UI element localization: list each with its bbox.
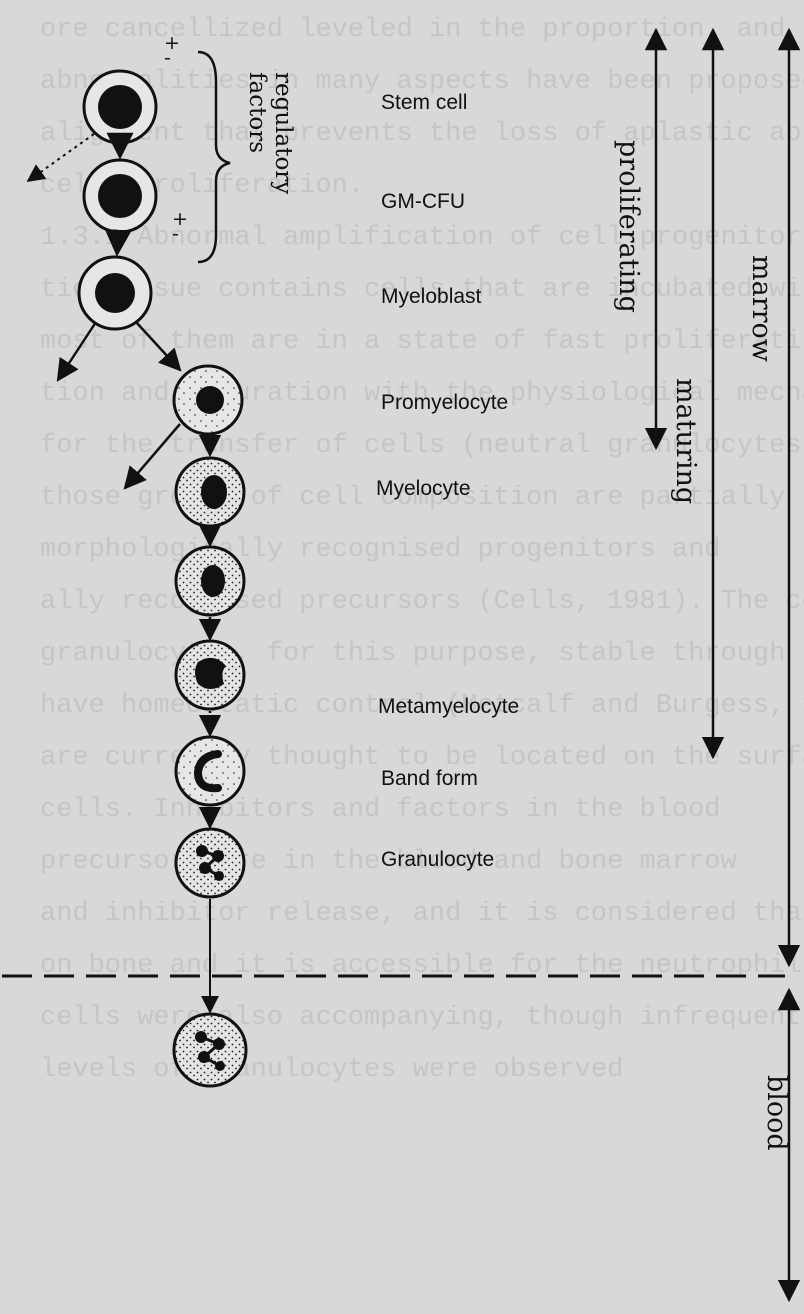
band-form-cell <box>176 737 244 805</box>
stage-label-granulocyte: Granulocyte <box>381 848 494 872</box>
blood-granulocyte-cell <box>174 1014 246 1086</box>
marrow-label: marrow <box>746 255 777 362</box>
plus-minus-top: + - <box>164 36 180 66</box>
metamyelocyte-cell <box>176 641 244 709</box>
stage-label-promyelocyte: Promyelocyte <box>381 391 508 415</box>
blood-label: blood <box>761 1075 792 1151</box>
plus-minus-bottom: + - <box>172 212 188 242</box>
stage-label-myeloblast: Myeloblast <box>381 285 481 309</box>
myeloblast-cell <box>79 257 151 329</box>
stage-label-stem-cell: Stem cell <box>381 91 467 115</box>
stem-cell <box>84 71 156 143</box>
gm-cfu-cell <box>84 160 156 232</box>
regulatory-brace <box>198 52 230 262</box>
myelocyte-late-cell <box>176 547 244 615</box>
proliferating-label: proliferating <box>613 140 644 313</box>
maturing-label: maturing <box>670 378 701 504</box>
granulocyte-cell <box>176 829 244 897</box>
regulatory-factors-label: regulatory factors <box>244 72 296 194</box>
stage-label-myelocyte: Myelocyte <box>376 477 471 501</box>
myelocyte-cell <box>176 458 244 526</box>
stage-label-gm-cfu: GM-CFU <box>381 190 465 214</box>
promyelocyte-cell <box>174 366 242 434</box>
stage-label-metamyelocyte: Metamyelocyte <box>378 695 519 719</box>
stage-label-band-form: Band form <box>381 767 478 791</box>
